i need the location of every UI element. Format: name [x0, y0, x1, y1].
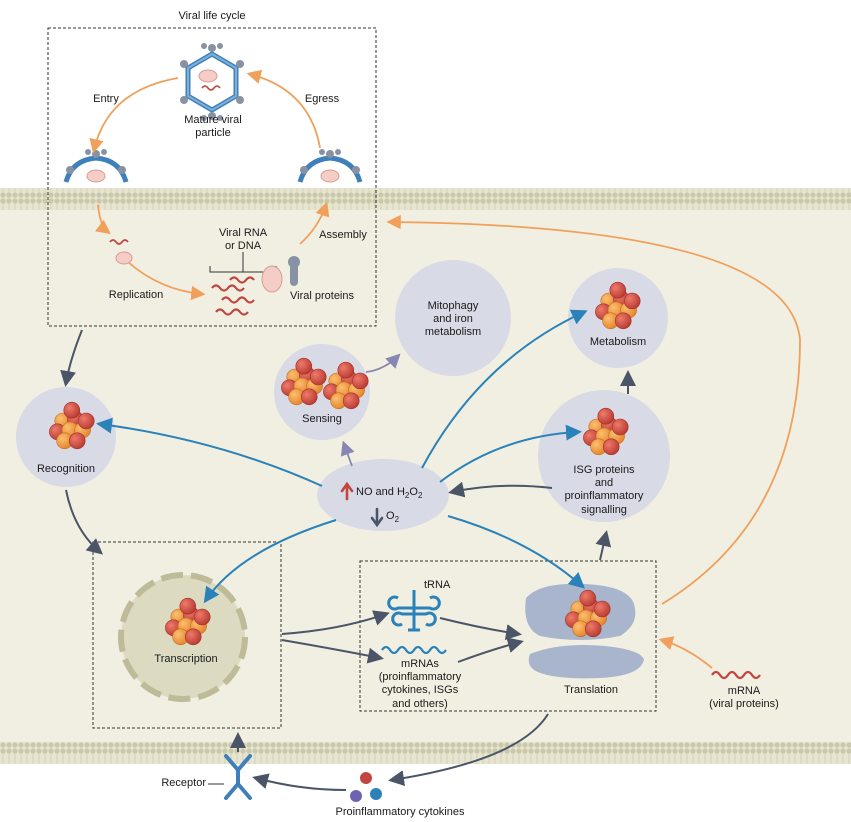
viral-protein-spike-icon [288, 256, 300, 286]
no-to-isg-arrow [439, 424, 582, 483]
replication-label: Replication [108, 289, 164, 301]
recognition-to-transcription-arrow [65, 489, 104, 555]
proteasome-ribosome-icon [565, 589, 611, 638]
no-to-transcription-arrow [203, 519, 337, 604]
assembly-arrow [299, 201, 330, 245]
replication-arrow [95, 204, 111, 235]
transcription-box [92, 541, 282, 729]
cytokines-to-receptor-arrow [252, 773, 347, 791]
sensing-to-mitophagy-arrow [365, 353, 401, 373]
nucleus-to-mrna-arrow [281, 639, 384, 664]
box-to-recognition-arrow [60, 329, 83, 387]
proteasome-isg-icon [583, 407, 629, 456]
assembly-label: Assembly [319, 229, 367, 241]
proteasome-metabolism-icon [595, 281, 641, 330]
viral-rna-small-icon [109, 239, 129, 245]
translation-to-assembly-arrow [386, 214, 801, 605]
mrna-viral-label: mRNA(viral proteins) [709, 685, 779, 711]
translation-to-isg-arrow [595, 530, 612, 561]
viral-protein-blob-icon [261, 265, 283, 293]
no-to-recognition-arrow [96, 417, 323, 487]
egress-label: Egress [304, 93, 340, 105]
entry-arrow [89, 77, 179, 154]
metabolism-label: Metabolism [589, 336, 647, 348]
capsid-fragment-icon [115, 251, 133, 265]
top-membrane [0, 188, 851, 210]
no-to-sensing-arrow [340, 440, 355, 467]
translation-box [359, 560, 657, 712]
o2-down-arrow-icon [370, 507, 384, 528]
isg-to-no-arrow [448, 481, 553, 498]
cytokines-label: Proinflammatory cytokines [335, 806, 465, 818]
cytokine-purple-icon [350, 790, 362, 802]
no-to-translation-arrow [447, 515, 585, 589]
replication-to-genome-arrow [127, 261, 206, 301]
bottom-membrane [0, 742, 851, 764]
translation-label: Translation [563, 684, 618, 696]
no-h2o2-label: NO and H2O2 [356, 486, 423, 501]
recognition-label: Recognition [36, 463, 96, 475]
proteasome-sensing-left-icon [281, 357, 327, 406]
trna-label: tRNA [424, 579, 451, 591]
host-mrna-icon [381, 645, 447, 655]
proteasome-sensing-right-icon [323, 361, 369, 410]
cytokine-blue-icon [370, 788, 382, 800]
egressing-virus-icon [297, 149, 363, 183]
cytokine-red-icon [360, 772, 372, 784]
translation-to-cytokines-arrow [388, 713, 549, 787]
isg-bubble [538, 390, 670, 522]
ribosome-small-subunit [528, 645, 644, 679]
trna-to-ribosome-arrow [439, 617, 522, 641]
receptor-icon [224, 754, 252, 800]
egress-arrow [246, 69, 321, 149]
viral-genome-icon [211, 276, 255, 316]
proteasome-nucleus-icon [165, 597, 211, 646]
receptor-label: Receptor [161, 777, 206, 789]
viral-mrna-to-translation-arrow [658, 636, 713, 669]
trna-icon [387, 590, 441, 632]
mature-viral-particle-icon [180, 43, 244, 121]
no-h2o2-bubble [317, 459, 449, 531]
sensing-label: Sensing [302, 413, 342, 425]
nucleus-to-trna-arrow [281, 610, 390, 635]
entry-label: Entry [93, 93, 119, 105]
mrna-to-ribosome-arrow [457, 637, 524, 663]
viral-life-cycle-title: Viral life cycle [178, 10, 246, 22]
no-to-metabolism-arrow [421, 309, 588, 469]
o2-label: O2 [386, 510, 400, 525]
mitophagy-bubble [395, 260, 511, 376]
proteasome-recognition-icon [49, 401, 95, 450]
no-up-arrow-icon [340, 481, 354, 501]
viral-mrna-icon [711, 670, 761, 680]
entering-virus-icon [63, 149, 129, 183]
viral-life-cycle-box [47, 27, 377, 327]
transcription-label: Transcription [154, 653, 218, 665]
viral-proteins-label: Viral proteins [290, 290, 354, 302]
